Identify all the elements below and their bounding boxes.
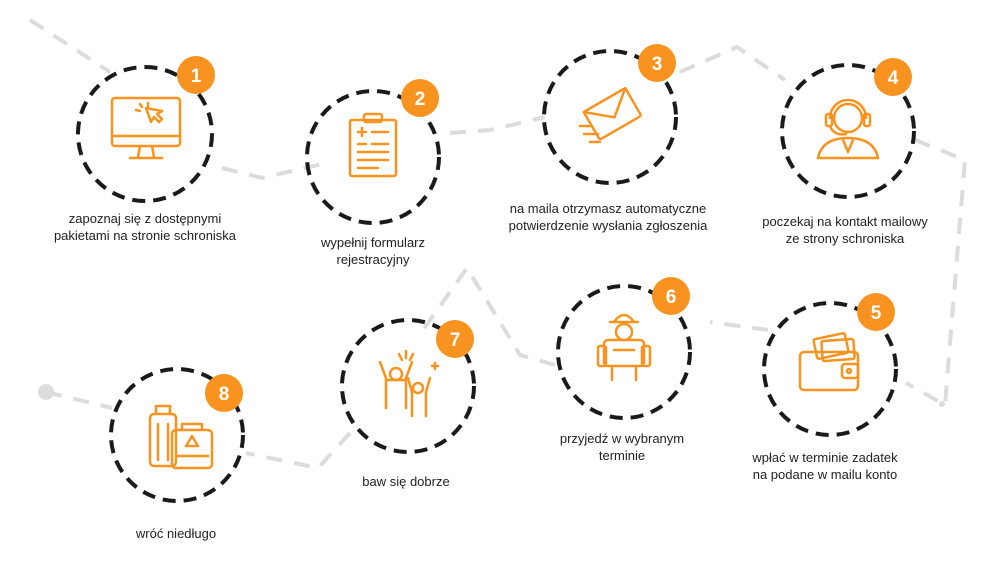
celebrating-people-icon <box>378 349 440 418</box>
step-2-caption: wypełnij formularz rejestracyjny <box>258 234 488 268</box>
wallet-icon <box>798 332 860 392</box>
monitor-cursor-icon <box>110 96 182 160</box>
step-number-badge <box>652 277 690 315</box>
caption-line: pakietami na stronie schroniska <box>53 228 237 243</box>
caption-line: terminie <box>598 448 646 463</box>
caption-line: wypełnij formularz <box>320 235 426 250</box>
step-ring <box>109 367 245 503</box>
step-number: 1 <box>191 66 202 87</box>
step-6-caption: przyjedź w wybranym terminie <box>507 430 737 464</box>
step-8-caption: wróć niedługo <box>61 525 291 542</box>
route-path-upper-3 <box>679 44 787 82</box>
step-8: 8 <box>109 367 245 503</box>
step-number: 6 <box>666 287 677 308</box>
envelope-icon <box>578 86 642 144</box>
step-number: 2 <box>415 89 426 110</box>
step-number: 7 <box>450 330 461 351</box>
step-ring <box>340 318 476 454</box>
luggage-icon <box>148 404 214 470</box>
step-number: 5 <box>871 303 882 324</box>
route-path-top <box>28 18 112 74</box>
step-6: 6 <box>556 277 692 420</box>
caption-line: przyjedź w wybranym <box>559 431 685 446</box>
route-path-middle-2 <box>421 264 556 367</box>
step-number-badge <box>436 320 474 358</box>
step-number-badge <box>205 374 243 412</box>
step-number: 4 <box>888 68 899 89</box>
step-1: 1 <box>76 56 215 203</box>
headset-agent-icon <box>816 98 880 160</box>
route-path-start <box>45 390 113 410</box>
route-path-upper <box>221 162 323 181</box>
step-3-caption: na maila otrzymasz automatyczne potwierd… <box>493 200 723 234</box>
caption-line: zapoznaj się z dostępnymi <box>68 211 222 226</box>
route-path-lower <box>245 431 352 471</box>
step-2: 2 <box>305 79 441 225</box>
backpacker-icon <box>596 313 652 382</box>
route-path-right <box>905 138 968 409</box>
step-number-badge <box>874 58 912 96</box>
caption-line: baw się dobrze <box>362 474 450 489</box>
caption-line: ze strony schroniska <box>785 231 905 246</box>
step-1-caption: zapoznaj się z dostępnymi pakietami na s… <box>30 210 260 244</box>
caption-line: na podane w mailu konto <box>752 467 898 482</box>
route-dot-right <box>939 401 945 407</box>
caption-line: na maila otrzymasz automatyczne <box>509 201 707 216</box>
step-4: 4 <box>780 58 916 199</box>
step-number-badge <box>401 79 439 117</box>
step-ring <box>780 63 916 199</box>
caption-line: poczekaj na kontakt mailowy <box>762 214 928 229</box>
step-3: 3 <box>542 44 678 185</box>
caption-line: rejestracyjny <box>336 252 410 267</box>
route-path-upper-2 <box>449 115 546 135</box>
caption-line: wpłać w terminie zadatek <box>752 450 898 465</box>
step-4-caption: poczekaj na kontakt mailowy ze strony sc… <box>730 213 960 247</box>
step-7-caption: baw się dobrze <box>291 473 521 490</box>
step-number: 8 <box>219 384 230 405</box>
step-7: 7 <box>340 318 476 454</box>
step-5: 5 <box>762 293 898 437</box>
step-number-badge <box>638 44 676 82</box>
step-number: 3 <box>652 54 663 75</box>
step-ring <box>556 284 692 420</box>
step-number-badge <box>857 293 895 331</box>
step-ring <box>76 65 214 203</box>
clipboard-form-icon <box>348 112 398 178</box>
step-ring <box>305 89 441 225</box>
route-start-dot <box>38 384 54 400</box>
step-number-badge <box>177 56 215 94</box>
caption-line: wróć niedługo <box>135 526 217 541</box>
step-ring <box>762 301 898 437</box>
step-ring <box>542 49 678 185</box>
step-5-caption: wpłać w terminie zadatek na podane w mai… <box>710 449 940 483</box>
route-path-middle <box>709 320 769 332</box>
caption-line: potwierdzenie wysłania zgłoszenia <box>508 218 708 233</box>
